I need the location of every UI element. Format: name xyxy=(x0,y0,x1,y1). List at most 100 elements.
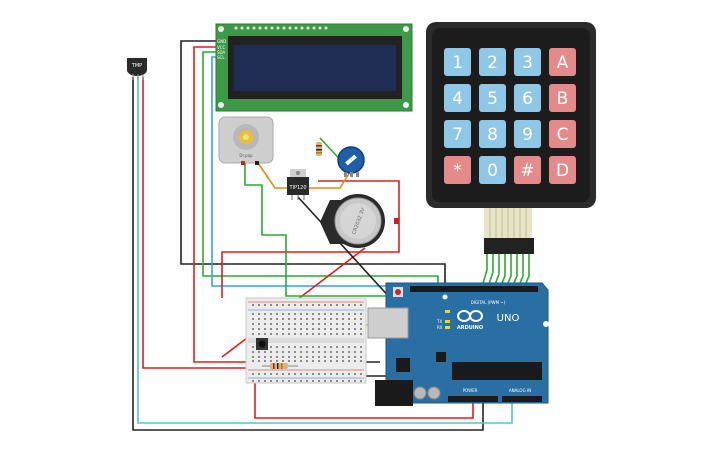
lcd-module[interactable]: GND VCC SDA SCL xyxy=(215,23,413,112)
breadboard-hole xyxy=(336,360,338,362)
wire-lcd-vcc[interactable] xyxy=(193,46,255,363)
breadboard-hole xyxy=(330,373,332,375)
breadboard-hole xyxy=(276,318,278,320)
breadboard-hole xyxy=(324,323,326,325)
breadboard-hole xyxy=(258,313,260,315)
wire-red-bottom[interactable] xyxy=(254,380,474,419)
breadboard-hole xyxy=(282,313,284,315)
coin-cell-battery[interactable]: CR2032 3V xyxy=(320,194,399,248)
wire-tmp-out[interactable] xyxy=(137,77,513,424)
breadboard-hole xyxy=(342,380,344,382)
breadboard-hole xyxy=(348,323,350,325)
breadboard-hole xyxy=(312,360,314,362)
breadboard-hole xyxy=(276,373,278,375)
wire-orange-2[interactable] xyxy=(303,171,351,189)
temperature-sensor[interactable]: TMP xyxy=(127,58,147,80)
dc-motor[interactable]: Dr.pop xyxy=(218,116,274,165)
wire-orange-1[interactable] xyxy=(257,162,292,189)
breadboard-hole xyxy=(252,318,254,320)
wire-lcd-sda[interactable] xyxy=(202,51,439,290)
breadboard-hole xyxy=(312,318,314,320)
atmega-chip xyxy=(452,362,542,380)
breadboard-hole xyxy=(348,356,350,358)
breadboard-hole xyxy=(270,380,272,382)
breadboard[interactable] xyxy=(245,297,367,384)
wire-lcd-gnd[interactable] xyxy=(180,40,446,290)
keypad-key[interactable] xyxy=(479,48,506,76)
keypad-key[interactable] xyxy=(479,120,506,148)
breadboard-hole xyxy=(324,328,326,330)
breadboard-hole xyxy=(360,356,362,358)
keypad-key[interactable] xyxy=(514,156,541,184)
breadboard-hole xyxy=(330,333,332,335)
breadboard-hole xyxy=(282,356,284,358)
breadboard-hole xyxy=(312,351,314,353)
breadboard-hole xyxy=(306,318,308,320)
resistor-top[interactable] xyxy=(316,142,322,156)
breadboard-hole xyxy=(276,323,278,325)
wire-battery-plus[interactable] xyxy=(221,222,400,298)
keypad-key[interactable] xyxy=(514,84,541,112)
breadboard-hole xyxy=(342,313,344,315)
breadboard-hole xyxy=(348,318,350,320)
lcd-pin-gnd: GND xyxy=(217,39,226,44)
breadboard-hole xyxy=(342,351,344,353)
breadboard-hole xyxy=(288,373,290,375)
breadboard-hole xyxy=(306,323,308,325)
keypad-key[interactable] xyxy=(479,84,506,112)
breadboard-hole xyxy=(354,333,356,335)
keypad-key[interactable] xyxy=(514,48,541,76)
breadboard-hole xyxy=(300,313,302,315)
breadboard-hole xyxy=(264,373,266,375)
breadboard-hole xyxy=(288,380,290,382)
lcd-header-pins xyxy=(234,26,328,30)
breadboard-hole xyxy=(258,323,260,325)
keypad-key[interactable] xyxy=(549,84,576,112)
breadboard-hole xyxy=(336,346,338,348)
keypad-key-label: 3 xyxy=(522,53,533,73)
breadboard-hole xyxy=(252,373,254,375)
keypad-key[interactable] xyxy=(549,48,576,76)
usb-port[interactable] xyxy=(367,307,409,339)
breadboard-hole xyxy=(288,328,290,330)
keypad-key[interactable] xyxy=(444,156,471,184)
reset-button[interactable] xyxy=(395,289,401,295)
potentiometer[interactable] xyxy=(337,146,365,177)
breadboard-hole xyxy=(306,333,308,335)
breadboard-hole xyxy=(342,373,344,375)
arduino-uno[interactable]: ARDUINO UNO DIGITAL (PWM ~) TX RX POWER … xyxy=(367,282,549,406)
wire-tmp-gnd[interactable] xyxy=(132,77,484,431)
keypad-key-label: 1 xyxy=(452,53,463,73)
keypad-key[interactable] xyxy=(514,120,541,148)
breadboard-hole xyxy=(294,333,296,335)
keypad-key[interactable] xyxy=(444,48,471,76)
wire-tmp-vcc[interactable] xyxy=(142,77,255,369)
breadboard-hole xyxy=(336,313,338,315)
breadboard-hole xyxy=(318,356,320,358)
digital-label: DIGITAL (PWM ~) xyxy=(471,300,506,305)
keypad-key-label: 5 xyxy=(487,89,498,109)
breadboard-hole xyxy=(258,380,260,382)
wire-green-motor[interactable] xyxy=(244,163,440,297)
power-jack[interactable] xyxy=(375,380,413,406)
breadboard-hole xyxy=(300,328,302,330)
breadboard-hole xyxy=(300,318,302,320)
transistor[interactable]: TIP120 xyxy=(287,169,309,200)
keypad-key[interactable] xyxy=(444,120,471,148)
keypad-key[interactable] xyxy=(549,120,576,148)
keypad-key[interactable] xyxy=(549,156,576,184)
breadboard-hole xyxy=(270,313,272,315)
keypad-key[interactable] xyxy=(479,156,506,184)
breadboard-hole xyxy=(342,323,344,325)
breadboard-hole xyxy=(360,380,362,382)
keypad-key-label: 2 xyxy=(487,53,498,73)
resistor-breadboard[interactable] xyxy=(262,363,298,369)
breadboard-hole xyxy=(264,380,266,382)
breadboard-hole xyxy=(330,323,332,325)
breadboard-hole xyxy=(258,318,260,320)
breadboard-hole xyxy=(330,351,332,353)
keypad-key[interactable] xyxy=(444,84,471,112)
